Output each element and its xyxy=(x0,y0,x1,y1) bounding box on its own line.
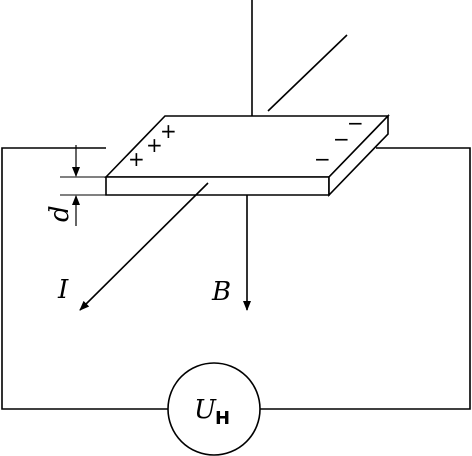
negative-charge: − xyxy=(314,147,331,171)
positive-charge: + xyxy=(128,147,145,171)
hall-plate-side xyxy=(328,114,389,197)
field-label: B xyxy=(211,277,231,307)
thickness-label: d xyxy=(45,205,75,222)
negative-charge: − xyxy=(333,127,350,151)
positive-charges: + + + xyxy=(128,119,177,171)
current-line-back xyxy=(267,34,348,112)
negative-charge: − xyxy=(347,111,364,135)
voltmeter-circle xyxy=(167,362,261,456)
voltmeter-subscript: H xyxy=(215,408,230,429)
hall-plate-front xyxy=(105,176,330,196)
positive-charge: + xyxy=(160,119,177,143)
voltmeter-label: U xyxy=(194,395,217,425)
circuit-wire xyxy=(1,147,471,410)
positive-charge: + xyxy=(146,133,163,157)
negative-charges: − − − xyxy=(314,111,364,171)
current-label: I xyxy=(57,275,69,305)
current-arrow xyxy=(79,182,209,311)
